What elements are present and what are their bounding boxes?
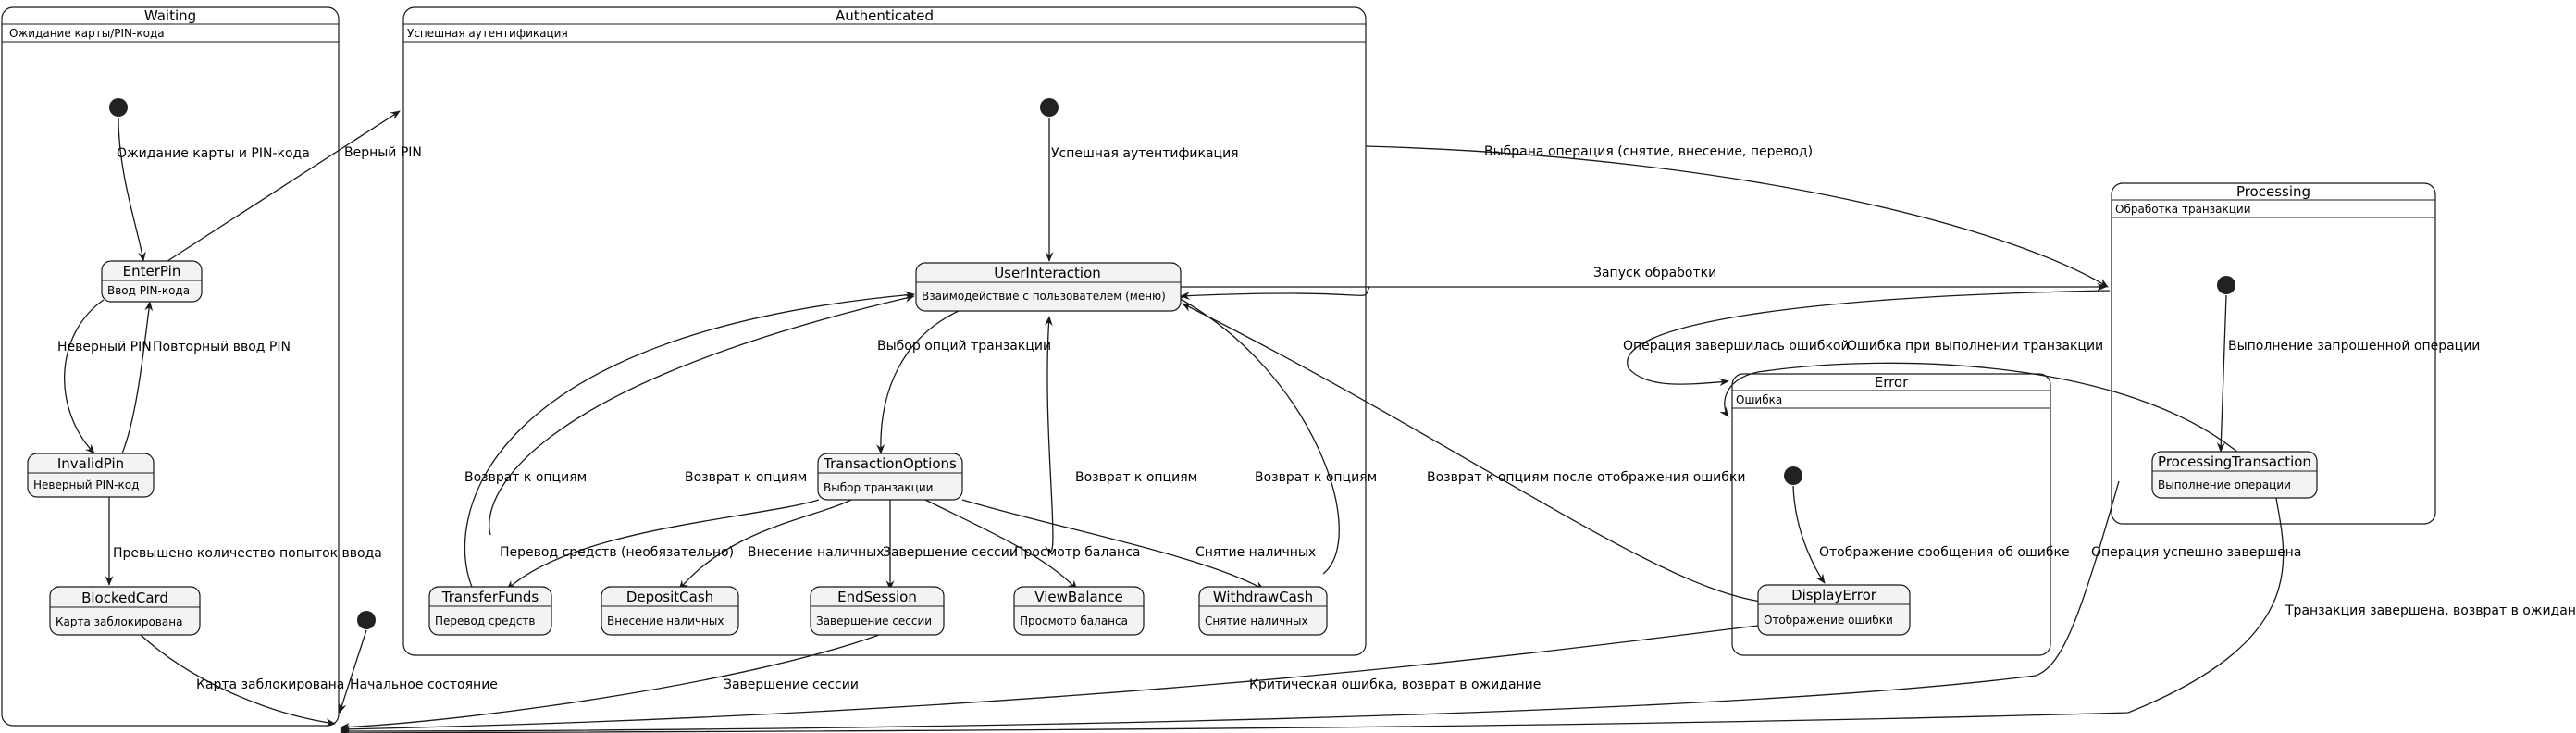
composite-processing-title: Processing [2236, 183, 2310, 200]
composite-authenticated: Authenticated Успешная аутентификация [402, 6, 1367, 656]
state-transfer-funds-name: TransferFunds [441, 589, 539, 605]
edge-label-back-3: Возврат к опциям [1075, 470, 1197, 485]
edge-label-error-init: Отображение сообщения об ошибке [1819, 545, 2070, 560]
edge-labels: Ожидание карты и PIN-кода Верный PIN Нев… [57, 144, 2576, 692]
state-transaction-options[interactable]: TransactionOptions Выбор транзакции [817, 453, 963, 501]
edge-label-op-selected: Выбрана операция (снятие, внесение, пере… [1484, 144, 1813, 159]
state-blocked-card-name: BlockedCard [81, 590, 168, 606]
state-user-interaction[interactable]: UserInteraction Взаимодействие с пользов… [915, 262, 1182, 312]
edge-label-tx-done: Транзакция завершена, возврат в ожидание [2285, 603, 2576, 618]
state-processing-transaction-desc: Выполнение операции [2158, 478, 2291, 491]
edge-label-waiting-init: Ожидание карты и PIN-кода [117, 146, 310, 161]
initial-dot-processing [2217, 276, 2235, 294]
composite-error-desc: Ошибка [1736, 393, 1782, 406]
composite-waiting-desc: Ожидание карты/PIN-кода [9, 27, 165, 40]
state-transfer-funds-desc: Перевод средств [435, 615, 536, 627]
state-view-balance[interactable]: ViewBalance Просмотр баланса [1013, 586, 1145, 636]
state-view-balance-name: ViewBalance [1034, 589, 1122, 605]
state-withdraw-cash-desc: Снятие наличных [1205, 615, 1308, 627]
state-withdraw-cash-name: WithdrawCash [1213, 589, 1313, 605]
state-invalid-pin-desc: Неверный PIN-код [33, 478, 139, 491]
edge-label-card-blocked: Карта заблокирована [196, 677, 344, 692]
initial-dot-error [1784, 466, 1802, 485]
state-transaction-options-desc: Выбор транзакции [824, 481, 933, 494]
state-end-session-name: EndSession [837, 589, 917, 605]
edge-label-proc-init: Выполнение запрошенной операции [2228, 339, 2480, 354]
edge-label-end-session: Завершение сессии [883, 545, 1018, 560]
composite-error-title: Error [1875, 374, 1909, 391]
edge-label-back-2: Возврат к опциям [685, 470, 807, 485]
edge-label-withdraw: Снятие наличных [1195, 545, 1316, 560]
edge-label-op-error: Операция завершилась ошибкой [1623, 339, 1850, 354]
edge-label-start-processing: Запуск обработки [1593, 266, 1716, 280]
edge-label-back-1: Возврат к опциям [464, 470, 587, 485]
state-transfer-funds[interactable]: TransferFunds Перевод средств [428, 586, 552, 636]
edge-label-critical-error: Критическая ошибка, возврат в ожидание [1249, 677, 1541, 692]
state-display-error-name: DisplayError [1791, 587, 1877, 603]
state-transaction-options-name: TransactionOptions [823, 455, 957, 472]
edge-label-correct-pin: Верный PIN [344, 145, 422, 160]
state-enter-pin-name: EnterPin [123, 263, 181, 280]
state-user-interaction-name: UserInteraction [994, 265, 1101, 281]
edge-label-wrong-pin: Неверный PIN [57, 340, 152, 354]
initial-dot-waiting [109, 98, 128, 117]
edge-label-op-success: Операция успешно завершена [2091, 545, 2301, 560]
composite-waiting: Waiting Ожидание карты/PIN-кода [1, 6, 340, 727]
composite-authenticated-title: Authenticated [836, 7, 934, 24]
composite-processing-desc: Обработка транзакции [2115, 203, 2251, 216]
edge-label-back-after-error: Возврат к опциям после отображения ошибк… [1427, 470, 1745, 485]
state-blocked-card-desc: Карта заблокирована [56, 615, 182, 628]
state-deposit-cash-desc: Внесение наличных [607, 615, 724, 627]
state-display-error-desc: Отображение ошибки [1764, 614, 1893, 627]
state-end-session-desc: Завершение сессии [816, 615, 932, 627]
edge-label-back-4: Возврат к опциям [1255, 470, 1377, 485]
edge-label-choose-options: Выбор опций транзакции [877, 339, 1051, 354]
edge-label-tx-error: Ошибка при выполнении транзакции [1847, 339, 2103, 354]
state-blocked-card[interactable]: BlockedCard Карта заблокирована [49, 586, 201, 636]
state-end-session[interactable]: EndSession Завершение сессии [810, 586, 945, 636]
edges [64, 110, 2285, 733]
state-view-balance-desc: Просмотр баланса [1020, 615, 1128, 627]
initial-dot-root [357, 611, 376, 629]
state-invalid-pin-name: InvalidPin [57, 455, 124, 472]
state-enter-pin-desc: Ввод PIN-кода [107, 284, 190, 297]
composite-processing: Processing Обработка транзакции [2111, 182, 2436, 525]
state-processing-transaction[interactable]: ProcessingTransaction Выполнение операци… [2151, 451, 2318, 499]
state-display-error[interactable]: DisplayError Отображение ошибки [1757, 584, 1911, 636]
edge-label-transfer: Перевод средств (необязательно) [500, 545, 734, 560]
edge-label-view-balance: Просмотр баланса [1014, 545, 1140, 560]
state-enter-pin[interactable]: EnterPin Ввод PIN-кода [101, 260, 203, 303]
edge-label-too-many: Превышено количество попыток ввода [113, 546, 382, 561]
edge-label-session-end-wait: Завершение сессии [724, 677, 859, 692]
composite-waiting-title: Waiting [144, 7, 196, 24]
state-processing-transaction-name: ProcessingTransaction [2158, 453, 2311, 470]
edge-label-initial-state: Начальное состояние [350, 677, 498, 692]
edge-label-deposit: Внесение наличных [748, 545, 885, 560]
edge-label-auth-init: Успешная аутентификация [1051, 146, 1239, 161]
state-invalid-pin[interactable]: InvalidPin Неверный PIN-код [27, 453, 155, 498]
state-deposit-cash[interactable]: DepositCash Внесение наличных [601, 586, 739, 636]
state-user-interaction-desc: Взаимодействие с пользователем (меню) [922, 290, 1166, 303]
state-withdraw-cash[interactable]: WithdrawCash Снятие наличных [1198, 586, 1328, 636]
initial-dot-authenticated [1040, 98, 1059, 117]
composite-authenticated-desc: Успешная аутентификация [407, 27, 568, 40]
edge-label-retry-pin: Повторный ввод PIN [153, 340, 291, 354]
state-deposit-cash-name: DepositCash [626, 589, 713, 605]
